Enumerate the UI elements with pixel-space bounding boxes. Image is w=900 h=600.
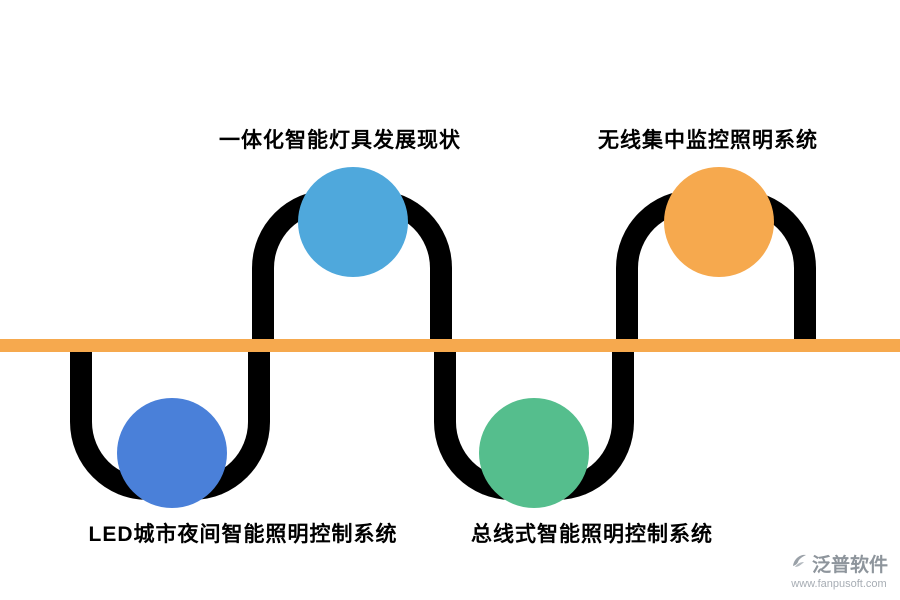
watermark-url: www.fanpusoft.com [791,578,887,590]
node-circle-bottom-right [479,398,589,508]
fanpu-logo-icon [790,552,808,575]
label-top-left: 一体化智能灯具发展现状 [219,129,461,152]
node-circle-top-right [664,167,774,277]
label-bottom-left: LED城市夜间智能照明控制系统 [88,523,398,546]
node-circle-top-left [298,167,408,277]
node-circle-bottom-left [117,398,227,508]
label-bottom-right: 总线式智能照明控制系统 [471,523,713,546]
timeline-axis [0,339,900,352]
watermark-brand: 泛普软件 [811,555,888,576]
watermark: 泛普软件 www.fanpusoft.com [790,550,888,590]
label-top-right: 无线集中监控照明系统 [598,129,818,152]
